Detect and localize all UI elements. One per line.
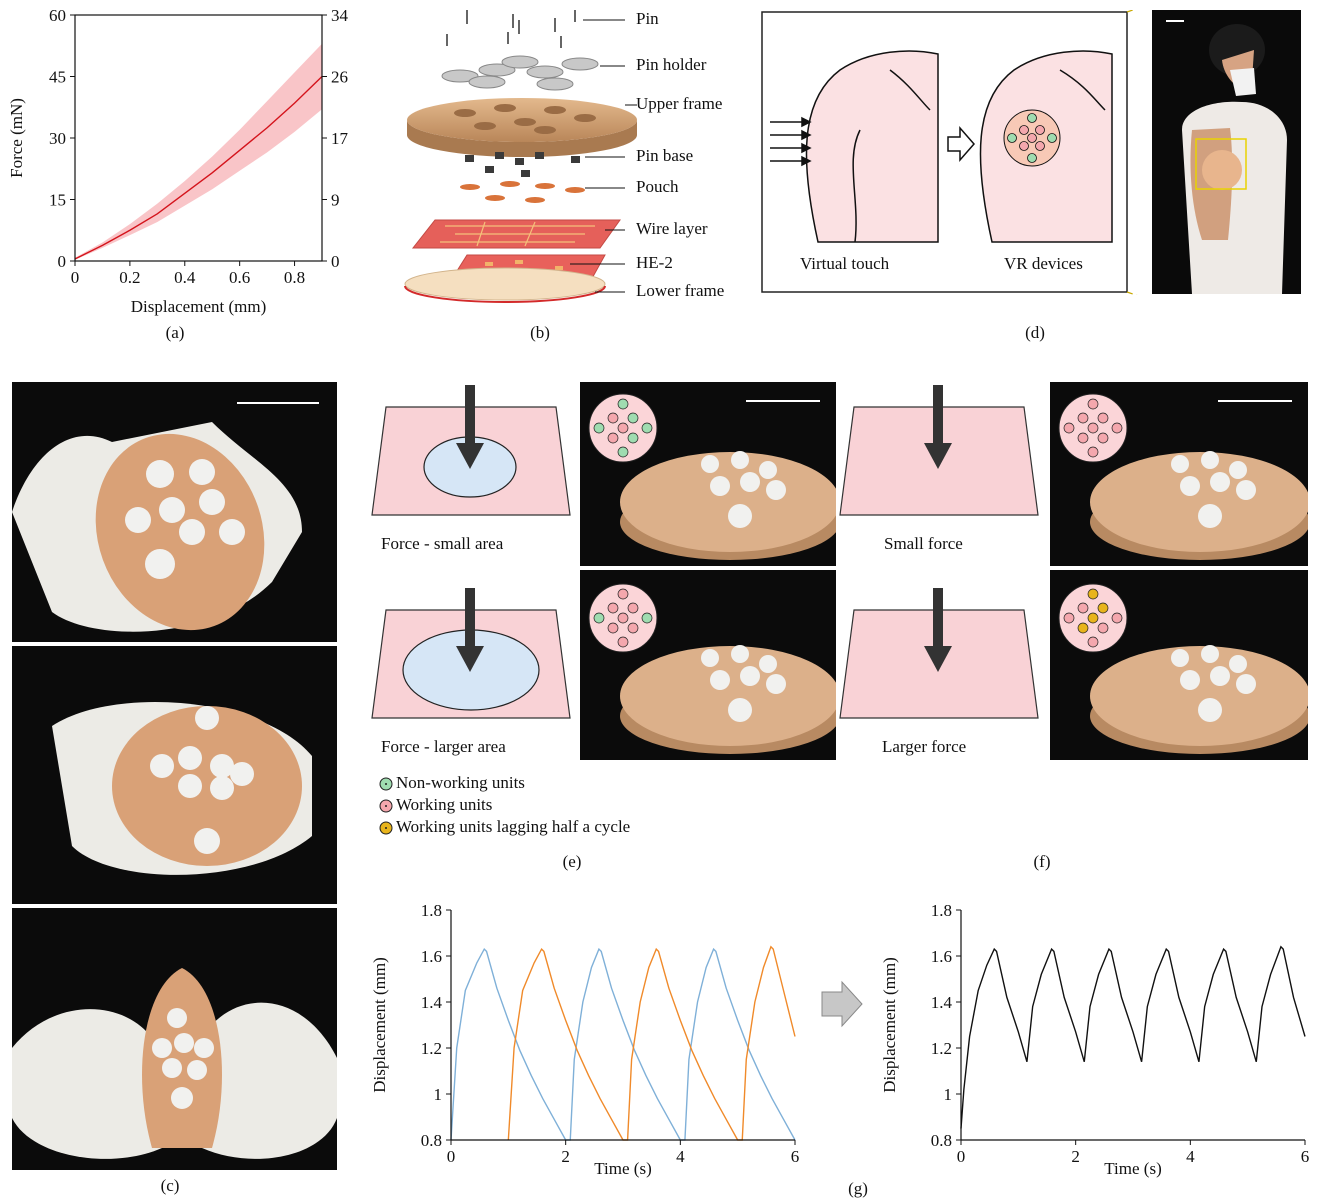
y-tick-label: 0.8 — [421, 1131, 442, 1150]
x-tick-label: 6 — [791, 1147, 800, 1166]
layer-label-pin-base: Pin base — [636, 146, 693, 166]
y-tick-label: 45 — [49, 68, 66, 87]
y-right-tick-label: 34 — [331, 6, 349, 25]
panel-d-illustration — [760, 10, 1152, 295]
pins-illustration — [447, 10, 575, 48]
combined-displacement-chart: 0 2 4 6 0.8 1 1.2 1.4 1.6 1.8Time (s) Displacement… — [880, 901, 1309, 1178]
photo-hand-squeeze-2 — [12, 646, 337, 904]
layer-label-he2: HE-2 — [636, 253, 673, 273]
larger-force-label: Larger force — [882, 737, 966, 757]
panel-label-c: (c) — [150, 1176, 190, 1196]
x-tick-label: 0.4 — [174, 268, 196, 287]
y-axis-label: Displacement (mm) — [880, 957, 899, 1093]
x-tick-label: 4 — [1186, 1147, 1195, 1166]
y-right-tick-label: 26 — [331, 68, 348, 87]
x-axis-label: Time (s) — [594, 1159, 651, 1178]
legend-working: Working units — [396, 795, 492, 815]
y-tick-label: 1.2 — [931, 1039, 952, 1058]
device-photo-f-top — [1050, 382, 1308, 566]
y-tick-label: 0 — [58, 252, 67, 271]
lower-frame-illustration — [405, 268, 605, 302]
x-axis-label: Displacement (mm) — [131, 297, 267, 316]
layer-label-pouch: Pouch — [636, 177, 679, 197]
x-tick-label: 0 — [71, 268, 80, 287]
virtual-touch-label: Virtual touch — [800, 254, 889, 274]
panel-label-a: (a) — [155, 323, 195, 343]
pin-holders-illustration — [442, 56, 598, 90]
x-tick-label: 0.8 — [284, 268, 305, 287]
legend-markers — [378, 775, 398, 835]
panel-label-f: (f) — [1022, 852, 1062, 872]
device-photo-f-bottom — [1050, 570, 1308, 760]
y-right-tick-label: 17 — [331, 129, 349, 148]
legend-lagging: Working units lagging half a cycle — [396, 817, 630, 837]
y-tick-label: 15 — [49, 191, 66, 210]
device-photo-e-bottom — [580, 570, 836, 760]
x-tick-label: 4 — [676, 1147, 685, 1166]
x-tick-label: 0 — [447, 1147, 456, 1166]
y-right-tick-label: 0 — [331, 252, 340, 271]
panel-b-exploded-view — [395, 0, 760, 310]
y-tick-label: 1.6 — [421, 947, 442, 966]
y-tick-label: 1.8 — [421, 901, 442, 920]
layer-label-pin: Pin — [636, 9, 659, 29]
x-tick-label: 0.6 — [229, 268, 250, 287]
force-displacement-chart: 0 0.2 0.4 0.6 0.8 0 15 30 45 60 0 9 17 26 34Displaceme… — [7, 6, 360, 316]
y-right-tick-label: 9 — [331, 191, 340, 210]
combine-arrow-icon — [820, 980, 864, 1030]
layer-label-upper-frame: Upper frame — [636, 94, 722, 114]
y-tick-label: 1.2 — [421, 1039, 442, 1058]
small-force-diagram — [838, 385, 1048, 525]
larger-area-label: Force - larger area — [381, 737, 506, 757]
x-axis-label: Time (s) — [1104, 1159, 1161, 1178]
small-area-label: Force - small area — [381, 534, 503, 554]
y-tick-label: 1.4 — [421, 993, 443, 1012]
y-axis-label: Displacement (mm) — [370, 957, 389, 1093]
y-tick-label: 1 — [434, 1085, 443, 1104]
photo-hand-squeeze-1 — [12, 382, 337, 642]
x-tick-label: 6 — [1301, 1147, 1310, 1166]
y-tick-label: 60 — [49, 6, 66, 25]
scale-bar — [237, 402, 319, 404]
series-line-black — [961, 947, 1305, 1129]
x-tick-label: 0 — [957, 1147, 966, 1166]
pouches-illustration — [460, 181, 585, 203]
panel-a-chart: 0 0.2 0.4 0.6 0.8 0 15 30 45 60 0 9 17 26 34Displaceme… — [0, 0, 360, 350]
y-tick-label: 1.4 — [931, 993, 953, 1012]
x-tick-label: 0.2 — [119, 268, 140, 287]
layer-label-wire-layer: Wire layer — [636, 219, 708, 239]
legend-non-working: Non-working units — [396, 773, 525, 793]
vr-devices-label: VR devices — [1004, 254, 1083, 274]
scale-bar — [746, 400, 820, 402]
series-line-orange — [508, 947, 795, 1140]
larger-area-diagram — [370, 588, 580, 728]
x-tick-label: 2 — [1071, 1147, 1080, 1166]
y-tick-label: 1 — [944, 1085, 953, 1104]
y-tick-label: 1.8 — [931, 901, 952, 920]
photo-hand-squeeze-3 — [12, 908, 337, 1170]
y-tick-label: 30 — [49, 129, 66, 148]
y-axis-label: Force (mN) — [7, 98, 26, 178]
upper-frame-illustration — [407, 98, 637, 157]
panel-label-d: (d) — [1015, 323, 1055, 343]
panel-label-g: (g) — [838, 1179, 878, 1199]
x-tick-label: 2 — [561, 1147, 570, 1166]
scale-bar — [1218, 400, 1292, 402]
y-tick-label: 0.8 — [931, 1131, 952, 1150]
device-photo-e-top — [580, 382, 836, 566]
vr-device-pad — [1004, 110, 1060, 166]
panel-label-e: (e) — [552, 852, 592, 872]
error-band — [75, 44, 322, 260]
panel-label-b: (b) — [520, 323, 560, 343]
person-photo — [1152, 10, 1301, 294]
small-force-label: Small force — [884, 534, 963, 554]
larger-force-diagram — [838, 588, 1048, 728]
y-tick-label: 1.6 — [931, 947, 952, 966]
layer-label-lower-frame: Lower frame — [636, 281, 724, 301]
small-area-diagram — [370, 385, 580, 525]
layer-label-pin-holder: Pin holder — [636, 55, 706, 75]
